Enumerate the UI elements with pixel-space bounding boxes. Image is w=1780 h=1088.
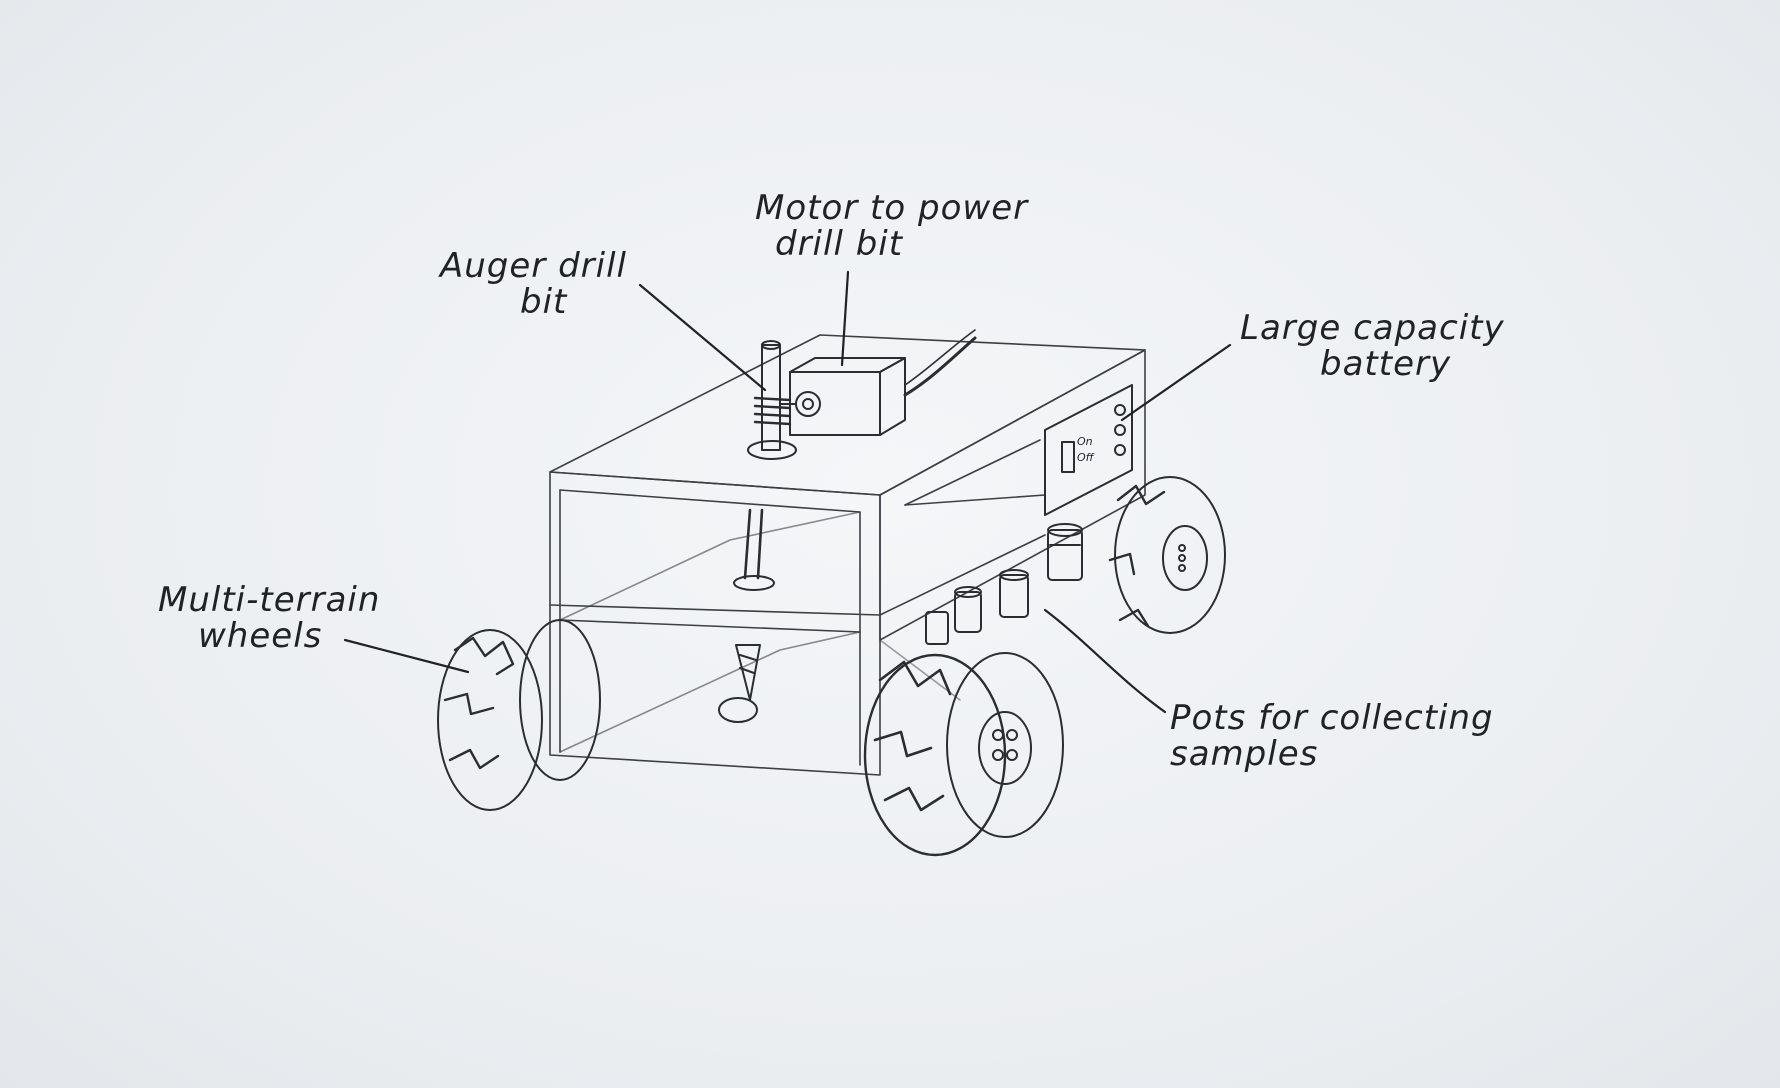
leader-auger [638, 283, 767, 392]
battery-switch-off: Off [1077, 451, 1094, 464]
wheel-front-right [863, 652, 1064, 857]
label-battery-line1: Large capacity [1240, 308, 1505, 348]
label-wheels-line2: wheels [198, 616, 323, 656]
label-auger-line2: bit [520, 282, 568, 322]
label-motor-line1: Motor to power [755, 188, 1029, 228]
leader-motor [840, 270, 850, 367]
label-motor-line2: drill bit [775, 224, 904, 264]
leader-lines [343, 270, 1232, 714]
label-auger-drill-bit: Auger drill bit [440, 248, 627, 320]
label-wheels-line1: Multi-terrain [158, 580, 381, 620]
wheel-front-left [437, 619, 601, 811]
leader-wheels [343, 638, 470, 674]
battery-switch-on: On [1077, 435, 1093, 448]
leader-battery [1120, 343, 1232, 422]
label-motor: Motor to power drill bit [755, 190, 1028, 262]
label-battery-line2: battery [1320, 344, 1452, 384]
chassis-frame [549, 334, 1146, 776]
battery-panel [1044, 384, 1133, 516]
label-pots-line1: Pots for collecting [1170, 698, 1494, 738]
label-pots: Pots for collecting samples [1170, 700, 1494, 772]
label-wheels: Multi-terrain wheels [158, 582, 380, 654]
label-auger-line1: Auger drill [440, 246, 627, 286]
label-battery: Large capacity battery [1240, 310, 1505, 382]
label-pots-line2: samples [1170, 734, 1319, 774]
sample-pots [925, 523, 1083, 645]
auger-drill [718, 340, 797, 723]
leader-pots [1043, 608, 1167, 714]
motor-box [779, 329, 977, 436]
wheel-rear-right [1108, 476, 1226, 634]
